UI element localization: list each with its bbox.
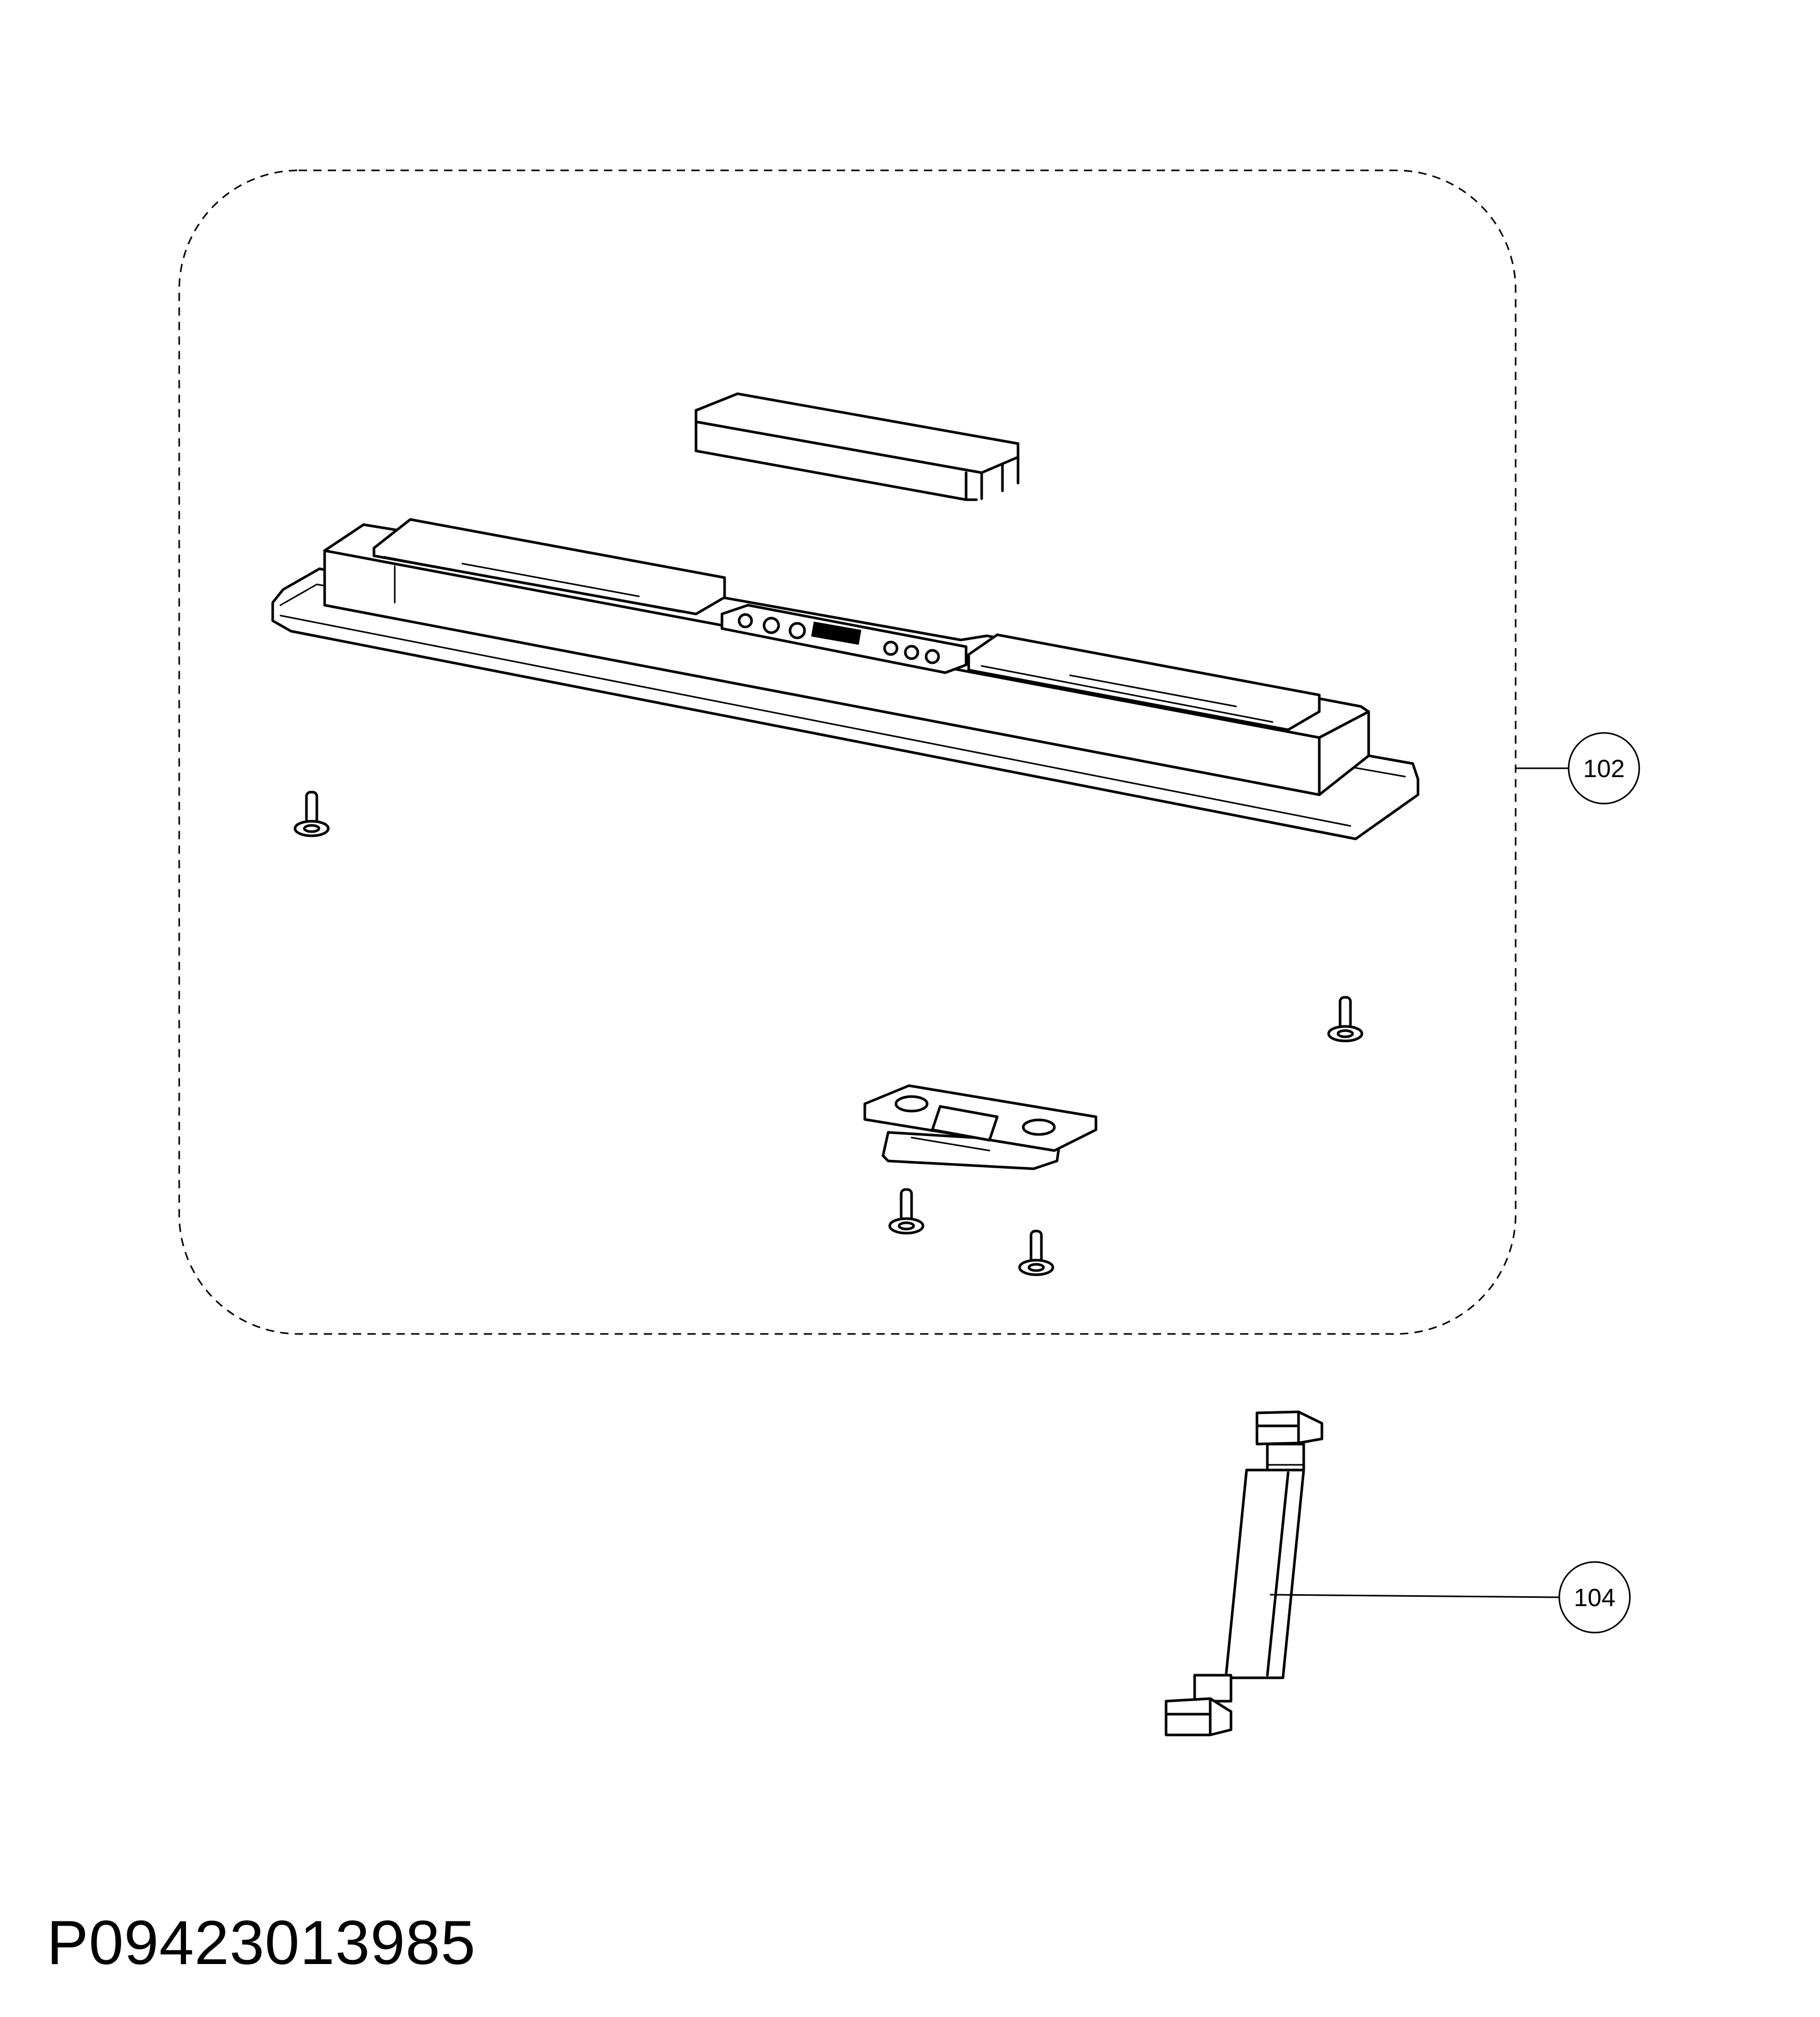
part-number-label: P09423013985	[47, 1908, 476, 1978]
callout-circle-104	[1558, 1561, 1631, 1634]
callout-label-104: 104	[1574, 1584, 1615, 1612]
leader-line-104	[1269, 1594, 1560, 1598]
screw-right	[1327, 996, 1363, 1043]
callout-circle-102	[1568, 732, 1640, 805]
main-housing-part	[271, 518, 1420, 840]
screw-left	[293, 791, 330, 837]
callout-label-102: 102	[1583, 755, 1625, 783]
top-cover-part	[694, 392, 1020, 501]
assembly-boundary	[178, 169, 1517, 1335]
screw-bottom-left	[888, 1188, 925, 1235]
screw-bottom-right	[1018, 1230, 1054, 1276]
bracket-plate-part	[863, 1084, 1098, 1170]
callout-104: 104	[1269, 1561, 1631, 1634]
callout-102: 102	[1516, 732, 1640, 805]
connector-cable-part	[1165, 1410, 1323, 1737]
